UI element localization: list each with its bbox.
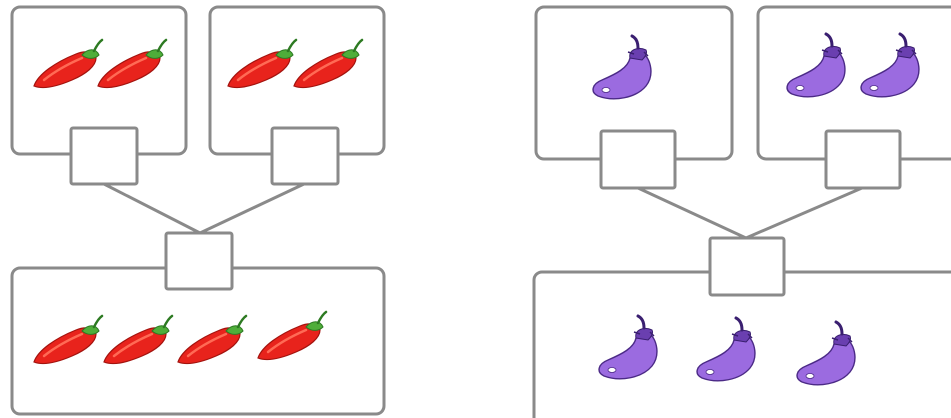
connector-line — [103, 182, 201, 235]
whole-answer-blank[interactable] — [708, 236, 786, 297]
whole-answer-blank[interactable] — [164, 231, 234, 291]
part-b-answer-blank[interactable] — [824, 129, 902, 190]
part-a-answer-blank[interactable] — [599, 129, 677, 190]
pepper-number-bond — [10, 5, 386, 416]
connector-line — [745, 186, 863, 240]
connector-line — [637, 186, 747, 240]
part-b-answer-blank[interactable] — [270, 126, 340, 186]
connector-line — [199, 182, 305, 235]
eggplant-number-bond — [532, 5, 951, 418]
part-a-answer-blank[interactable] — [69, 126, 139, 186]
